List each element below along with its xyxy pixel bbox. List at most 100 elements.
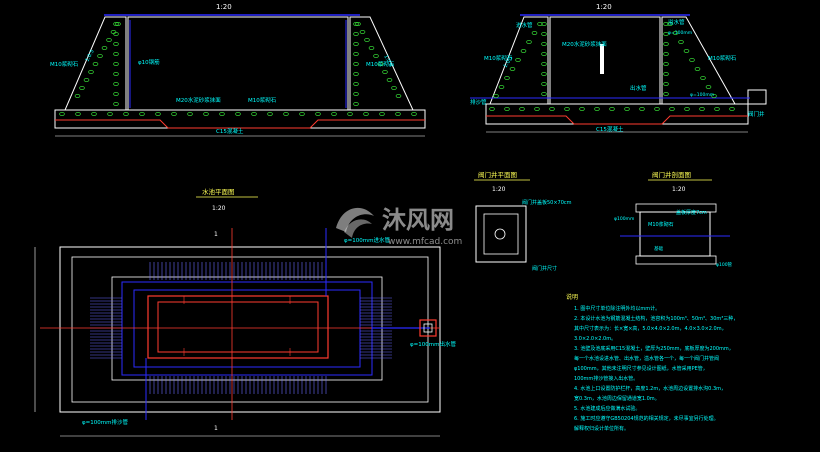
stone-symbol [382,70,388,75]
left-tank-inner [127,16,349,111]
stone-symbol [391,86,397,91]
stone-symbol [663,62,669,67]
stone-symbol [353,62,359,67]
stone-symbol [504,76,510,81]
stone-symbol [663,92,669,97]
stone-symbol [526,40,532,45]
plan-scale: 1:20 [212,205,226,212]
right-section: 1:20 进水管 溢水管 φ=100mm M10浆砌石 M20水泥砂浆抹面 M1… [470,3,767,133]
plan-red-rect-2 [157,301,319,353]
plan-title: 水池平面图 [202,187,235,196]
stone-symbol [74,94,81,99]
stone-symbol [359,29,366,34]
stone-symbol [113,72,119,77]
right-label-inlet: 进水管 [516,21,533,29]
stone-symbol [639,107,645,112]
valve-section-pipe-label: φ100mm [614,216,634,222]
stone-symbol [663,32,669,37]
note-line: 1. 图中尺寸单位除注明外均以mm计。 [574,305,660,312]
stone-symbol [347,112,353,117]
right-label-m20: M20水泥砂浆抹面 [562,40,607,48]
stone-symbol [363,112,369,117]
stone-symbol [714,107,720,112]
note-line: 4. 水池上口设置防护栏杆，高度1.2m，水池周边设置排水沟0.3m， [574,385,726,392]
stone-symbol [353,82,359,87]
left-section: 1:20 M10浆砌石 M10浆砌石 φ10钢筋 M20水泥砂浆抹面 M10浆砌… [50,3,426,137]
plan-outer-rect-2 [71,256,429,403]
stone-symbol [541,92,547,97]
note-line: φ100mm，其他未注明尺寸参见设计图纸，水管采用PE管， [574,365,708,372]
stone-symbol [353,92,359,97]
stone-symbol [541,42,547,47]
stone-symbol [672,30,679,35]
left-label-m20: M20水泥砂浆抹面 [176,96,221,104]
stone-symbol [411,112,417,117]
valve-section-scale: 1:20 [672,186,686,193]
valve-plan-circle [494,228,506,240]
note-line: 3. 池壁及池底采用C15混凝土，壁厚为250mm，底板厚度为200mm， [574,345,734,352]
right-slope: 1:0.5 [503,55,515,69]
plan-label-inlet: φ=100mm进水管 [344,236,390,244]
stone-symbol [113,82,119,87]
stone-symbol [694,67,701,72]
stone-symbol [489,107,495,112]
plan-label-drain: φ=100mm排沙管 [82,418,128,426]
right-label-outlet-note: φ=100mm [690,92,714,98]
stone-symbol [531,30,538,35]
note-line: 每一个水池设进水管、出水管，溢水管各一个，每一个阀门井管阀 [574,355,719,362]
left-section-scale: 1:20 [216,3,232,11]
stone-symbol [520,49,527,54]
stone-symbol [88,70,94,75]
valve-section-body [639,211,711,257]
stone-symbol [541,32,547,37]
stone-symbol [113,52,119,57]
plan-valve-well [419,319,437,337]
stone-symbol [171,112,177,117]
stone-symbol [711,94,717,99]
note-line: 3.0×2.0×2.0m。 [574,336,616,342]
stone-symbol [669,107,675,112]
plan-axis-a: 1 [214,231,218,238]
right-valve-box [747,89,767,105]
stone-symbol [379,112,385,117]
stone-symbol [92,62,99,67]
stone-symbol [377,62,384,67]
valve-plan-title: 阀门井平面图 [478,170,517,179]
stone-symbol [353,42,359,47]
notes-list: 1. 图中尺寸单位除注明外均以mm计。2. 本设计水池为钢筋混凝土结构，池容积为… [574,305,738,432]
valve-plan-inner [483,213,519,255]
stone-symbol [579,107,585,112]
stone-symbol [59,112,65,117]
valve-section-pipe2-label: φ100管 [716,261,733,268]
stone-symbol [79,86,85,91]
watermark-logo-mark [336,207,374,232]
stone-symbol [299,112,305,117]
stone-symbol [549,107,555,112]
stone-symbol [115,21,121,26]
note-line: 6. 施工时应遵守GB50204规范的相关规定，未尽事宜另行处理。 [574,415,719,422]
watermark-logo: 沐风网 www.mfcad.com [336,206,462,247]
stone-symbol [519,107,525,112]
plan-label-outlet: φ=100mm出水管 [410,340,456,348]
stone-symbol [113,32,119,37]
notes-block: 说明 1. 图中尺寸单位除注明外均以mm计。2. 本设计水池为钢筋混凝土结构，池… [566,293,738,432]
stone-symbol [353,21,359,26]
right-label-overflow: 溢水管 [668,18,685,26]
stone-symbol [663,52,669,57]
valve-section-base-label: 基础 [654,245,663,252]
stone-symbol [373,54,379,59]
right-label-outlet: 出水管 [630,84,647,92]
right-label-pipe-note: φ=100mm [668,30,692,36]
stone-symbol [364,38,370,43]
stone-symbol [729,107,735,112]
plan-axis-b: 1 [214,425,218,432]
right-label-m10-right: M10浆砌石 [708,54,737,62]
note-line: 100mm排沙管接入出水管。 [574,375,638,382]
left-label-m10-stone: M10浆砌石 [248,96,277,104]
stone-symbol [235,112,241,117]
valve-plan: 阀门井平面图 1:20 阀门井盖板50×70cm 阀门井尺寸 [474,170,572,272]
stone-symbol [187,112,193,117]
plan-hatching [90,262,392,394]
